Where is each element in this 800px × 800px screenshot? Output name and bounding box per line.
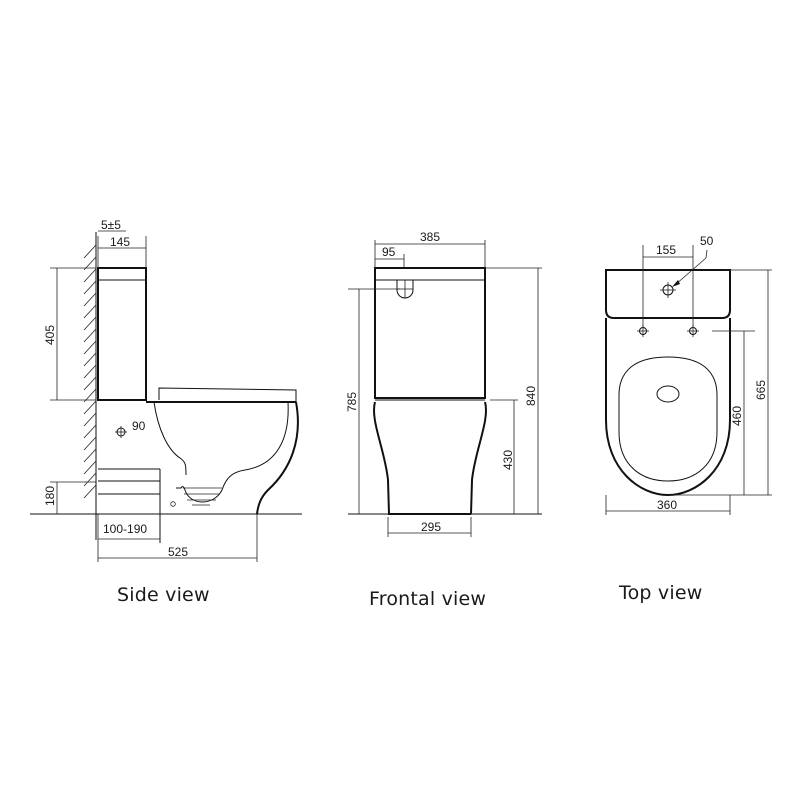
side-view-caption: Side view <box>117 584 210 606</box>
dim-wall-gap: 5±5 <box>101 218 121 232</box>
dim-tank-depth: 145 <box>110 235 130 249</box>
dim-fixing-spacing: 155 <box>656 243 676 257</box>
dim-tank-height: 405 <box>43 325 57 345</box>
dim-width: 360 <box>657 498 677 512</box>
frontal-view-caption: Frontal view <box>369 588 487 610</box>
dim-outlet-distance: 100-190 <box>103 522 147 536</box>
dim-outlet-height: 180 <box>43 486 57 506</box>
dim-total-depth: 525 <box>168 545 188 559</box>
dim-inlet-diameter: 90 <box>132 419 146 433</box>
top-view-caption: Top view <box>619 582 703 604</box>
dim-total-length: 665 <box>754 380 768 400</box>
dim-bowl-length: 460 <box>730 406 744 426</box>
dim-seat-height: 430 <box>501 450 515 470</box>
dim-tank-width: 385 <box>420 230 440 244</box>
tank-hole-crosshair-icon <box>660 282 676 298</box>
side-view-drawing: 5±5 145 405 90 180 100-190 525 <box>30 218 302 562</box>
dim-button-offset: 95 <box>382 245 396 259</box>
dim-button-height: 785 <box>345 392 359 412</box>
wall-hatching-icon <box>83 244 97 499</box>
dim-hole-diameter: 50 <box>700 234 714 248</box>
inlet-crosshair-icon <box>115 426 127 438</box>
seat-hinge-hole <box>656 385 680 403</box>
dim-total-height: 840 <box>524 386 538 406</box>
top-view-drawing: 50 155 665 460 360 <box>605 234 772 515</box>
dim-base-width: 295 <box>421 520 441 534</box>
frontal-view-drawing: 385 95 785 840 430 295 <box>345 230 542 537</box>
